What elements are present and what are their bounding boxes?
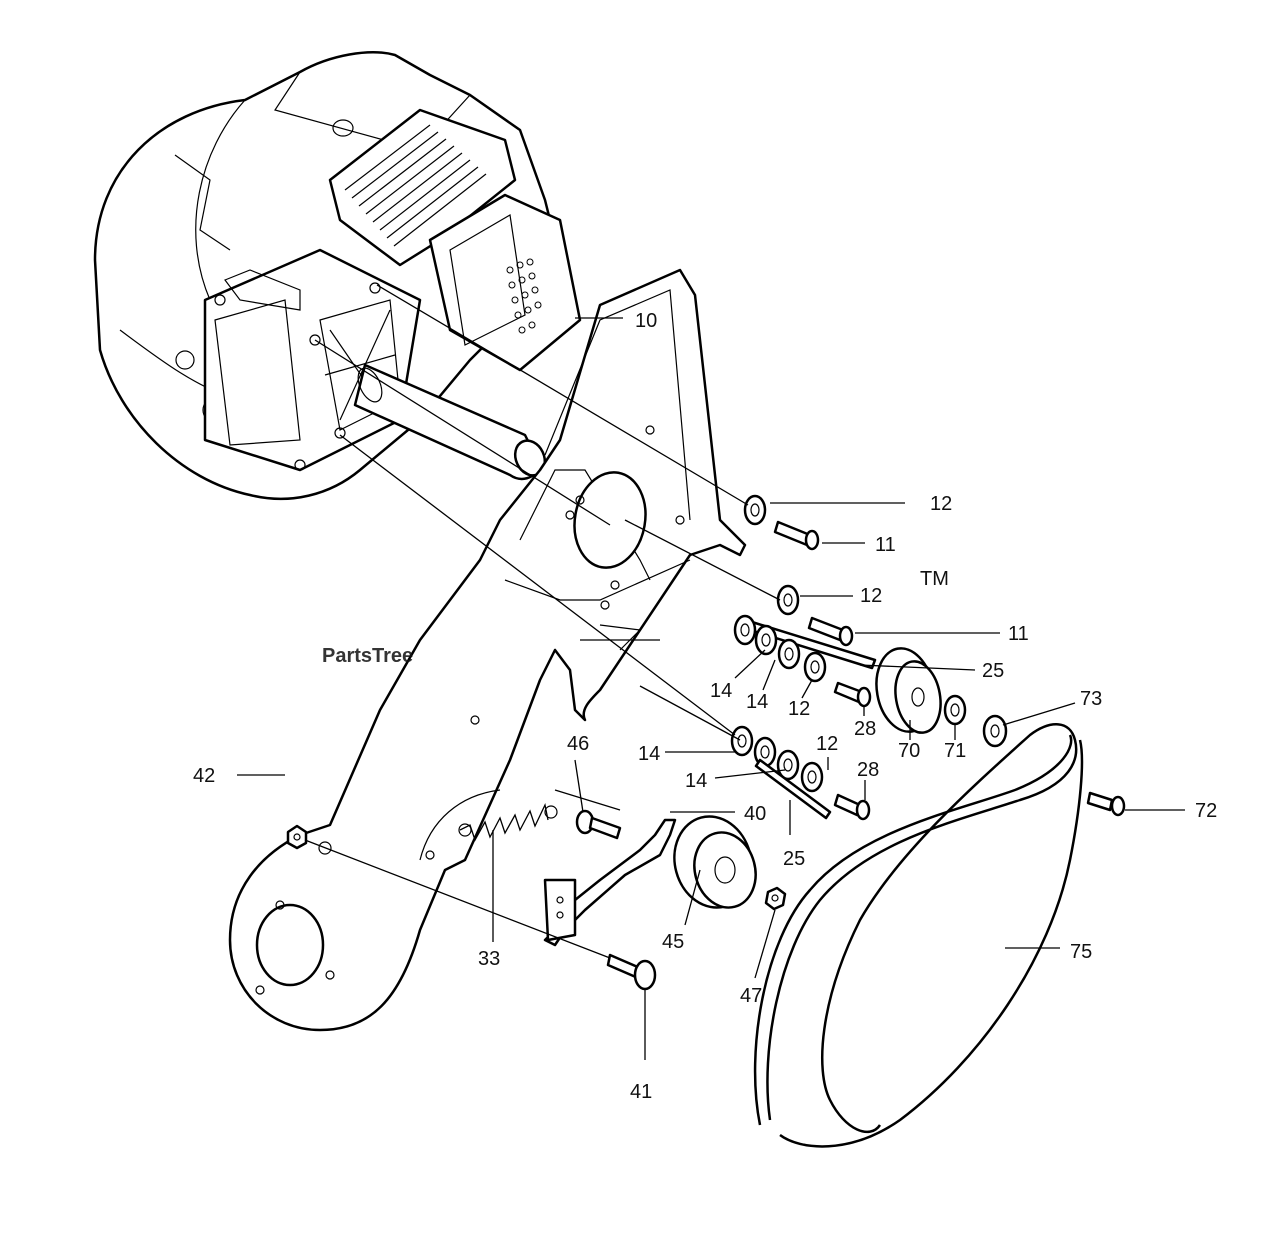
callout-28: 28 <box>857 759 879 781</box>
callout-73: 73 <box>1080 688 1102 710</box>
callout-47: 47 <box>740 985 762 1007</box>
mounting-bracket <box>228 268 747 1032</box>
watermark-text: PartsTree <box>322 645 413 667</box>
callout-14: 14 <box>638 743 660 765</box>
callout-14: 14 <box>710 680 732 702</box>
callout-42: 42 <box>193 765 215 787</box>
belt-part-75 <box>753 723 1084 1148</box>
callout-12: 12 <box>788 698 810 720</box>
hardware <box>286 494 1126 991</box>
callout-72: 72 <box>1195 800 1217 822</box>
leader-lines <box>237 284 1185 1060</box>
callout-11: 11 <box>1008 623 1029 645</box>
callout-14: 14 <box>746 691 768 713</box>
callout-70: 70 <box>898 740 920 762</box>
engine-part-10 <box>93 51 582 501</box>
callout-71: 71 <box>944 740 966 762</box>
callout-11: 11 <box>875 534 896 556</box>
watermark-tm: TM <box>920 568 949 590</box>
callout-12: 12 <box>930 493 952 515</box>
watermark: PartsTree TM <box>322 568 949 667</box>
callout-25: 25 <box>783 848 805 870</box>
callout-40: 40 <box>744 803 766 825</box>
callout-33: 33 <box>478 948 500 970</box>
callout-45: 45 <box>662 931 684 953</box>
callout-25: 25 <box>982 660 1004 682</box>
callout-75: 75 <box>1070 941 1092 963</box>
callout-41: 41 <box>630 1081 652 1103</box>
callout-12: 12 <box>860 585 882 607</box>
callout-12: 12 <box>816 733 838 755</box>
callout-14: 14 <box>685 770 707 792</box>
callout-10: 10 <box>635 310 657 332</box>
callout-labels: 10 12 11 12 11 25 14 14 12 28 70 71 73 4… <box>193 310 1217 1103</box>
callout-28: 28 <box>854 718 876 740</box>
callout-46: 46 <box>567 733 589 755</box>
